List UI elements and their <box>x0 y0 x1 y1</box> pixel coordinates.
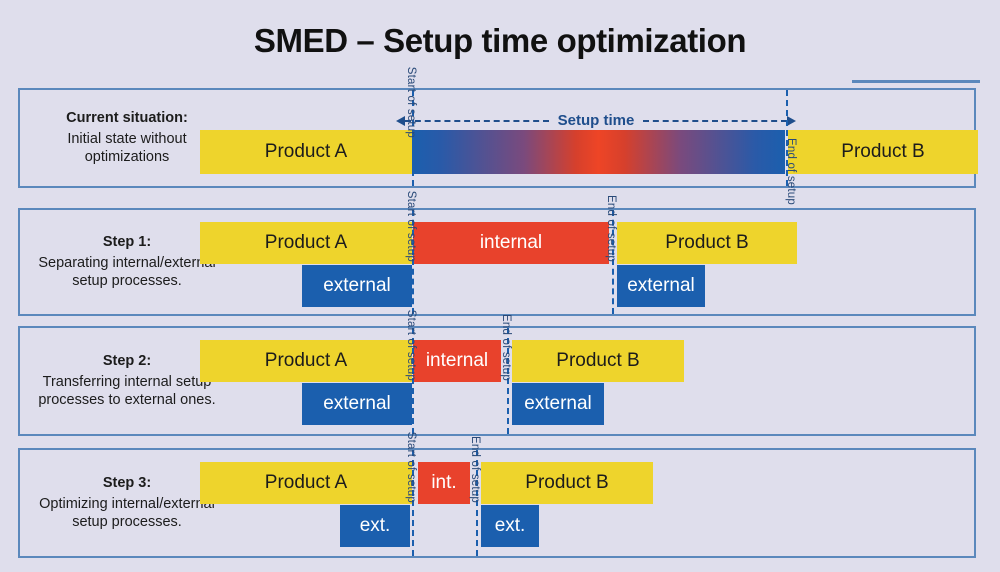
row-step-2: Step 2: Transferring internal setup proc… <box>18 310 976 436</box>
marker-start-of-setup: Start of setup <box>405 191 417 314</box>
marker-end-of-setup: End of setup <box>605 195 617 314</box>
bar-external-before[interactable]: external <box>302 265 412 307</box>
marker-end-of-setup: End of setup <box>785 90 797 205</box>
bar-internal[interactable]: int. <box>418 462 470 504</box>
bar-product-b[interactable]: Product B <box>617 222 797 264</box>
row-timeline: Product A internal Product B external ex… <box>20 191 974 314</box>
marker-start-of-setup: Start of setup <box>405 67 417 186</box>
row-caption: Step 3: Optimizing internal/external set… <box>32 450 222 556</box>
marker-start-of-setup: Start of setup <box>405 310 417 434</box>
bar-internal[interactable]: internal <box>413 222 609 264</box>
row-timeline: Setup time Product A Product B Start of … <box>20 67 978 205</box>
bar-product-b[interactable]: Product B <box>788 130 978 174</box>
marker-start-label: Start of setup <box>405 66 417 138</box>
bar-external-after[interactable]: ext. <box>481 505 539 547</box>
caption-body: Initial state without optimizations <box>67 130 187 166</box>
caption-body: Optimizing internal/external setup proce… <box>39 495 215 531</box>
bar-product-b[interactable]: Product B <box>481 462 653 504</box>
caption-body: Transferring internal setup processes to… <box>38 373 216 409</box>
caption-title: Step 2: <box>102 352 152 369</box>
setup-time-label: Setup time <box>557 112 635 129</box>
caption-title: Current situation: <box>66 109 188 126</box>
dashed-line-left <box>405 119 549 122</box>
marker-end-of-setup: End of setup <box>500 314 512 434</box>
bar-product-a[interactable]: Product A <box>200 130 412 174</box>
row-timeline: Product A internal Product B external ex… <box>20 310 974 434</box>
arrow-left-icon <box>396 115 405 126</box>
marker-end-label: End of setup <box>605 195 617 262</box>
row-caption: Step 1: Separating internal/external set… <box>32 210 222 314</box>
row-caption: Step 2: Transferring internal setup proc… <box>32 328 222 434</box>
bar-product-a[interactable]: Product A <box>200 222 412 264</box>
caption-body: Separating internal/external setup proce… <box>38 254 216 290</box>
bar-external-before[interactable]: ext. <box>340 505 410 547</box>
bar-external-after[interactable]: external <box>617 265 705 307</box>
row-timeline: Product A int. Product B ext. ext. Start… <box>20 432 974 556</box>
row-caption: Current situation: Initial state without… <box>32 90 222 186</box>
dashed-line-right <box>643 119 787 122</box>
row-step-1: Step 1: Separating internal/external set… <box>18 191 976 316</box>
bar-internal[interactable]: internal <box>413 340 501 382</box>
bar-setup-gradient[interactable] <box>412 130 785 174</box>
marker-end-label: End of setup <box>469 436 481 503</box>
row-step-3: Step 3: Optimizing internal/external set… <box>18 432 976 558</box>
marker-end-label: End of setup <box>500 314 512 381</box>
panel-border-artifact <box>852 80 980 83</box>
marker-end-of-setup: End of setup <box>469 436 481 556</box>
bar-product-a[interactable]: Product A <box>200 462 412 504</box>
page-title: SMED – Setup time optimization <box>253 22 747 59</box>
marker-start-label: Start of setup <box>405 431 417 503</box>
bar-external-before[interactable]: external <box>302 383 412 425</box>
caption-title: Step 1: <box>102 233 152 250</box>
caption-title: Step 3: <box>102 474 152 491</box>
row-current-situation: Current situation: Initial state without… <box>18 67 978 205</box>
marker-start-label: Start of setup <box>405 309 417 381</box>
marker-end-label: End of setup <box>785 138 797 205</box>
setup-time-annotation: Setup time <box>396 112 796 129</box>
bar-product-b[interactable]: Product B <box>512 340 684 382</box>
bar-external-after[interactable]: external <box>512 383 604 425</box>
marker-start-of-setup: Start of setup <box>405 432 417 556</box>
arrow-right-icon <box>787 115 796 126</box>
bar-product-a[interactable]: Product A <box>200 340 412 382</box>
marker-start-label: Start of setup <box>405 190 417 262</box>
